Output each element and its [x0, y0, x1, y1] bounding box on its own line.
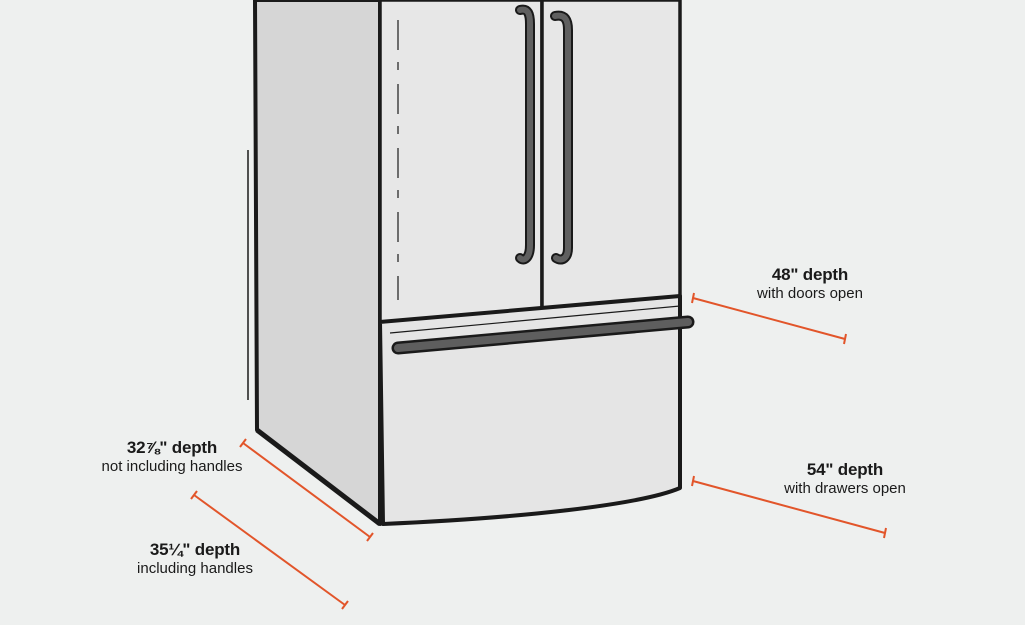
door-handle-left-fill: [517, 6, 533, 263]
depth-value: 32⅞" depth: [126, 438, 218, 457]
depth-value: 48" depth: [771, 265, 849, 284]
drawer-top-lip: [379, 294, 681, 324]
depth-note: not including handles: [101, 458, 243, 475]
depth-label-doors-open: 48" depth with doors open: [735, 265, 885, 302]
depth-label-including-handles: 35¼" depth including handles: [110, 540, 280, 577]
drawer-inner-lip: [389, 305, 681, 334]
dimension-line-35: [190, 490, 349, 610]
dimension-line-54: [691, 475, 887, 539]
dimension-line-48: [691, 292, 847, 345]
depth-value: 35¼" depth: [149, 540, 241, 559]
depth-note: with doors open: [757, 285, 863, 302]
depth-note: including handles: [137, 560, 253, 577]
depth-label-not-including-handles: 32⅞" depth not including handles: [82, 438, 262, 475]
fridge-door-right: [540, 0, 682, 318]
depth-label-drawers-open: 54" depth with drawers open: [765, 460, 925, 497]
freezer-drawer: [378, 294, 682, 526]
door-handle-right-fill: [552, 12, 571, 263]
dimension-line-32: [239, 438, 374, 542]
depth-note: with drawers open: [784, 480, 906, 497]
depth-value: 54" depth: [806, 460, 884, 479]
fridge-base: [255, 428, 382, 526]
fridge-door-left: [378, 0, 544, 324]
drawer-handle-fill: [394, 318, 692, 352]
